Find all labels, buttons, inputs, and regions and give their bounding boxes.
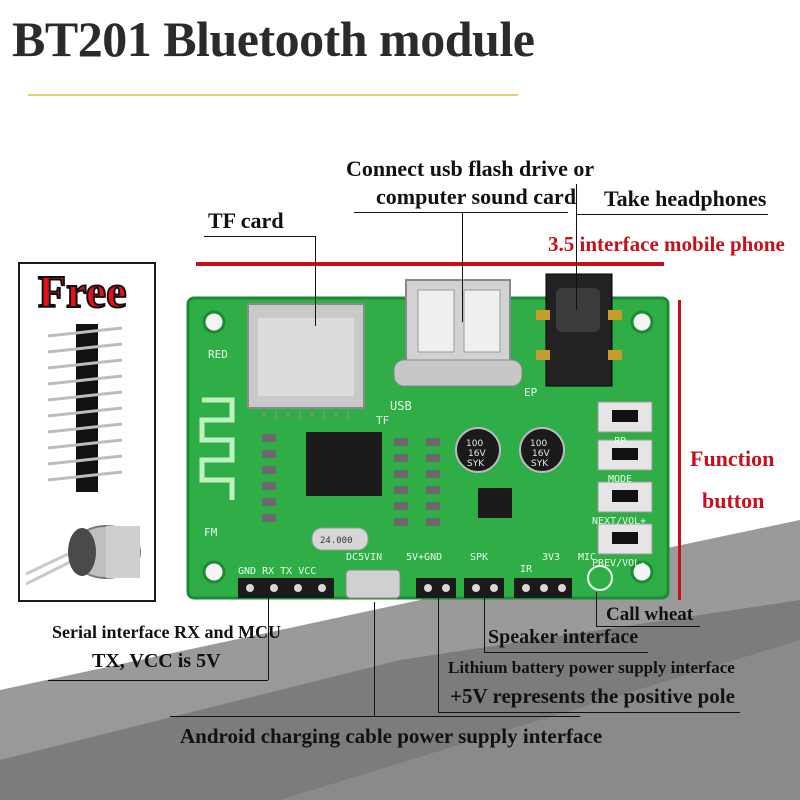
cap-label-1: 100: [466, 439, 483, 449]
callout-function-line1: Function: [690, 446, 775, 471]
interface-red-line: [196, 262, 664, 266]
cap-label-2: 16V: [468, 449, 486, 459]
callout-headphones: Take headphones: [604, 186, 767, 211]
leader-speaker-h: [484, 652, 648, 653]
free-label: Free: [37, 265, 128, 318]
silk-ep: EP: [524, 386, 538, 399]
ir-header: [514, 578, 572, 598]
callout-speaker: Speaker interface: [488, 626, 639, 648]
callout-usb-line2: computer sound card: [376, 184, 577, 209]
silk-pp: PP: [614, 436, 626, 447]
cap-label-5: 16V: [532, 449, 550, 459]
pcb-board: RED TF USB EP FM PP MODE NEXT/VOL+ PREV/…: [186, 273, 670, 600]
leader-usb-h: [354, 212, 568, 213]
cap-label-6: SYK: [531, 459, 549, 469]
main-chip: [306, 432, 382, 496]
callout-call-wheat: Call wheat: [606, 604, 694, 625]
amp-chip: [478, 488, 512, 518]
silk-next: NEXT/VOL+: [592, 516, 646, 527]
pin-header-icon: [47, 324, 123, 492]
leader-headphones-v: [576, 184, 577, 310]
micro-usb-port: [345, 569, 401, 599]
silk-usb: USB: [390, 399, 412, 413]
tf-card-slot: [247, 303, 365, 418]
callout-plus5v: +5V represents the positive pole: [450, 684, 735, 708]
callout-serial-line1: Serial interface RX and MCU: [52, 622, 281, 642]
silk-prev: PREV/VOL-: [592, 558, 646, 569]
leader-serial-v: [268, 596, 269, 680]
page-title: BT201 Bluetooth module: [12, 11, 535, 67]
silk-mode: MODE: [608, 474, 632, 485]
cap-label-4: 100: [530, 439, 547, 449]
silk-serial-header: GND RX TX VCC: [238, 566, 316, 577]
leader-serial-h: [48, 680, 268, 681]
electrolytic-capacitors: [455, 427, 565, 473]
leader-lithium-v: [438, 596, 439, 712]
callout-function-line2: button: [702, 488, 765, 513]
leader-tf-card-v: [315, 236, 316, 326]
headphone-jack: [536, 273, 622, 387]
silk-mic: MIC: [578, 552, 596, 563]
leader-usb-v: [462, 212, 463, 322]
antenna-trace: [199, 397, 235, 500]
silk-tf: TF: [376, 414, 389, 427]
free-accessories-drawing: [25, 324, 141, 586]
leader-android-v: [374, 602, 375, 716]
leader-lithium-h: [438, 712, 740, 713]
silk-power: 5V+GND: [406, 552, 442, 563]
function-red-line: [678, 300, 681, 600]
microphone-icon: [25, 525, 141, 586]
function-buttons: [597, 401, 653, 555]
usb-port: [393, 279, 523, 387]
callout-usb-line1: Connect usb flash drive or: [346, 156, 595, 181]
leader-call-wheat-h: [596, 626, 700, 627]
leader-tf-card-h: [204, 236, 316, 237]
callout-android: Android charging cable power supply inte…: [180, 724, 603, 748]
leader-call-wheat-v: [596, 592, 597, 626]
cap-label-3: SYK: [467, 459, 485, 469]
leader-android-h: [170, 716, 580, 717]
leader-headphones-h: [576, 214, 768, 215]
silk-ir: IR: [520, 564, 533, 575]
callout-lithium: Lithium battery power supply interface: [448, 658, 735, 677]
serial-header: [238, 578, 334, 598]
silk-spk: SPK: [470, 552, 488, 563]
power-header: [416, 578, 456, 598]
callout-interface-35: 3.5 interface mobile phone: [548, 232, 785, 256]
silk-3v3: 3V3: [542, 552, 560, 563]
silk-crystal: 24.000: [320, 536, 353, 546]
title-underline: [28, 94, 518, 96]
silk-dc5vin: DC5VIN: [346, 552, 382, 563]
mic-pad: [587, 565, 613, 591]
callout-serial-line2: TX, VCC is 5V: [92, 650, 221, 672]
speaker-header: [464, 578, 504, 598]
silk-fm: FM: [204, 526, 218, 539]
silk-red: RED: [208, 348, 228, 361]
leader-speaker-v: [484, 596, 485, 652]
callout-tf-card: TF card: [208, 208, 284, 233]
crystal: [311, 527, 369, 551]
